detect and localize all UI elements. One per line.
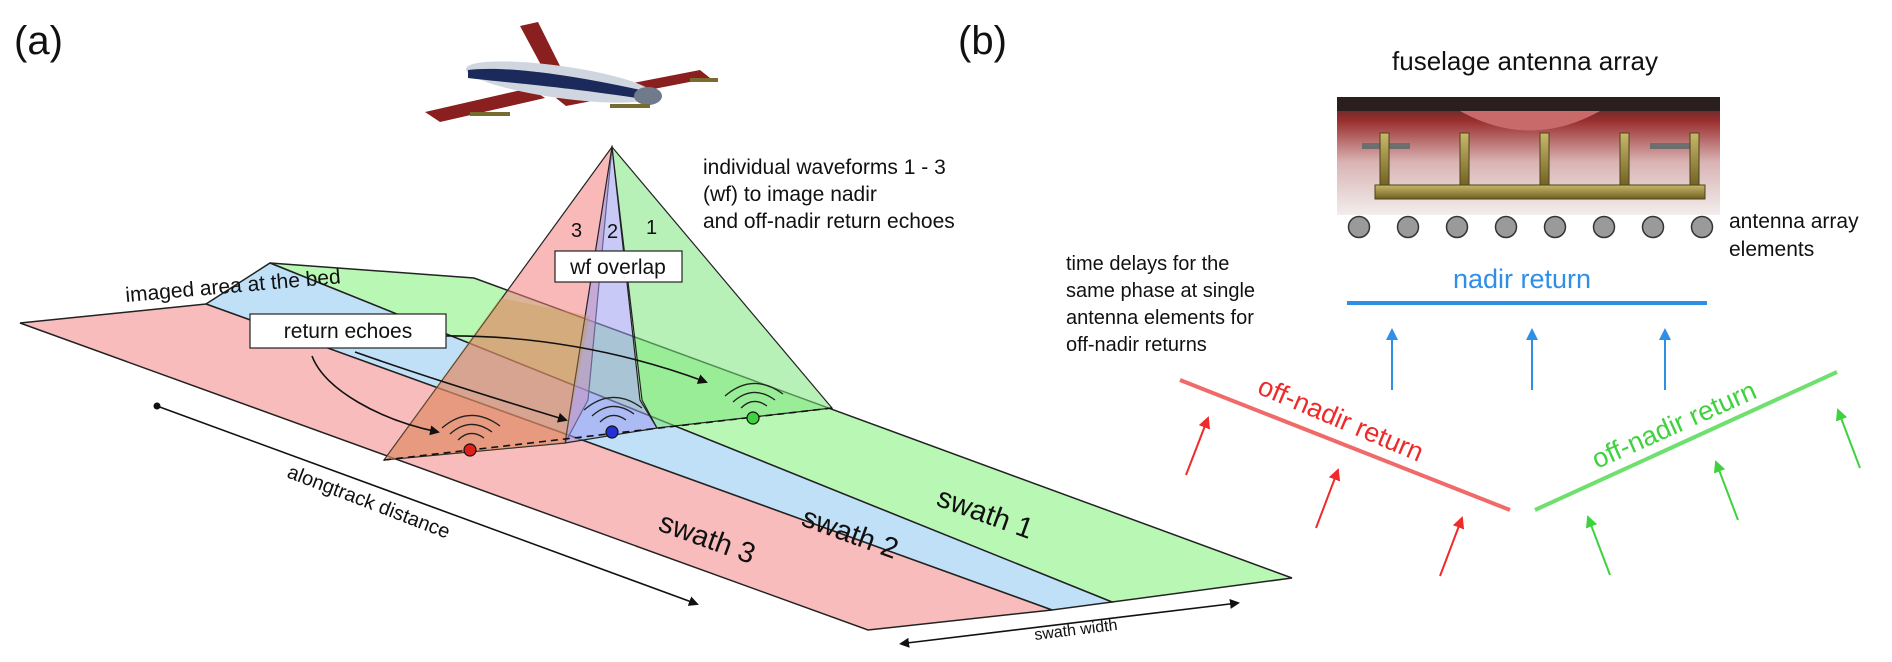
antenna-element (1641, 215, 1665, 239)
panel-b-title: fuselage antenna array (1392, 46, 1658, 76)
return-echo-arrows (311, 335, 708, 436)
beam-1-cone (611, 145, 834, 429)
waveform-number-1: 1 (646, 217, 657, 239)
alongtrack-distance-label: alongtrack distance (284, 461, 453, 543)
antenna-element (1592, 215, 1616, 239)
panel-b-label: (b) (958, 19, 1007, 63)
antenna-element (1445, 215, 1469, 239)
airplane-icon (425, 22, 718, 122)
time-delay-line-3: antenna elements for (1066, 307, 1254, 329)
swath-width-label: swath width (1033, 617, 1118, 644)
time-delay-line-1: time delays for the (1066, 253, 1229, 275)
time-delay-line-2: same phase at single (1066, 280, 1255, 302)
waveform-description-line-2: (wf) to image nadir (703, 183, 877, 206)
off-nadir-right-wavefront (1534, 370, 1838, 512)
echo-wave-arcs (441, 382, 784, 441)
off-nadir-left-wavefront (1179, 378, 1511, 512)
panel-a-label: (a) (14, 19, 63, 63)
nadir-return-arrows (1386, 328, 1671, 390)
waveform-description-line-3: and off-nadir return echoes (703, 210, 955, 233)
red-echo-point (463, 443, 477, 457)
off-nadir-right-label: off-nadir return (1587, 375, 1761, 474)
antenna-element (1690, 215, 1714, 239)
antenna-element (1396, 215, 1420, 239)
off-nadir-left-arrows (1185, 416, 1465, 577)
wf-overlap-label: wf overlap (569, 256, 666, 279)
blue-echo-point (605, 425, 619, 439)
return-echoes-box: return echoes (249, 313, 447, 349)
time-delay-line-4: off-nadir returns (1066, 334, 1207, 356)
waveform-description-line-1: individual waveforms 1 - 3 (703, 156, 946, 179)
antenna-element (1494, 215, 1518, 239)
swath-width-arrow (899, 598, 1240, 648)
waveform-number-3: 3 (571, 220, 582, 242)
antenna-element (1543, 215, 1567, 239)
wf-overlap-box: wf overlap (554, 250, 683, 283)
off-nadir-right-arrows (1585, 408, 1861, 576)
fuselage-antenna-image (1337, 97, 1720, 215)
return-echoes-label: return echoes (284, 320, 412, 343)
antenna-element-row (1347, 215, 1714, 239)
antenna-elements-label-line-2: elements (1729, 238, 1814, 261)
nadir-return-label: nadir return (1453, 264, 1591, 294)
green-echo-point (746, 411, 760, 425)
beam-overlap-region (384, 298, 590, 460)
waveform-number-2: 2 (607, 221, 618, 243)
antenna-element (1347, 215, 1371, 239)
alongtrack-distance-arrow (153, 402, 699, 606)
antenna-elements-label-line-1: antenna array (1729, 210, 1859, 233)
